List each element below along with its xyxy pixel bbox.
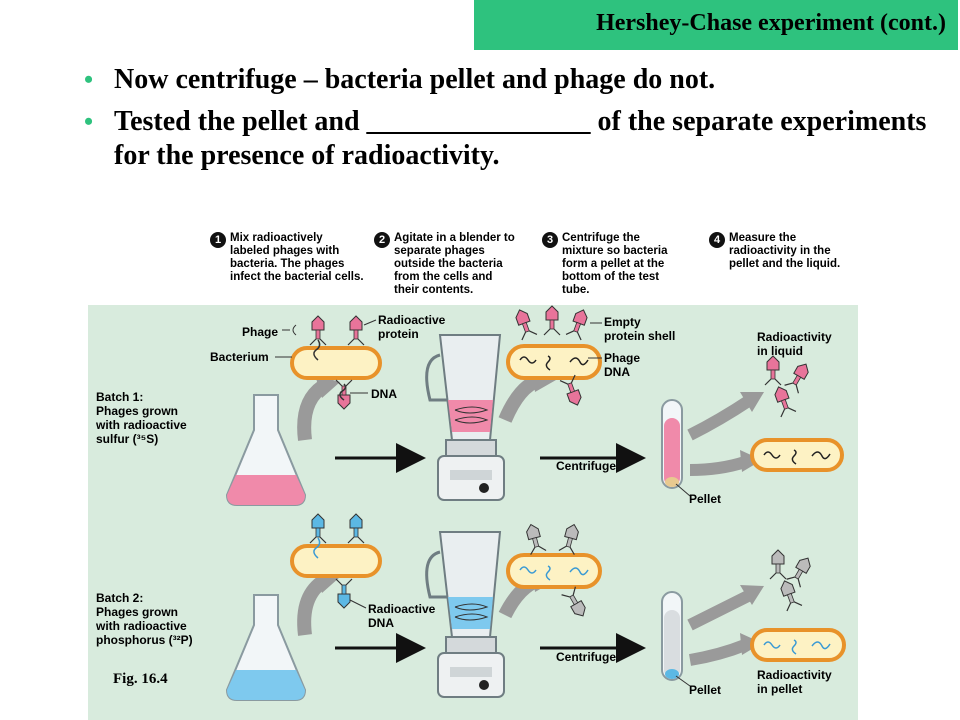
dna-strand-icon — [313, 339, 321, 361]
dna-strand-icon — [339, 383, 347, 401]
radioactive-dna-label: Radioactive DNA — [368, 602, 436, 630]
phage-icon — [769, 549, 787, 580]
centrifuge-label-2: Centrifuge — [556, 650, 616, 664]
phage-icon — [543, 305, 561, 336]
bacterium-label: Bacterium — [210, 350, 269, 364]
centrifuge-label-1: Centrifuge — [556, 459, 616, 473]
step-number: 4 — [709, 232, 725, 248]
phage-icon — [565, 306, 592, 341]
bullet-marker: • — [84, 107, 94, 136]
phage-icon — [764, 355, 782, 386]
batch2-arrowhead — [740, 585, 764, 605]
figure-caption: Fig. 16.4 — [113, 671, 168, 687]
slide-title: Hershey-Chase experiment (cont.) — [596, 10, 946, 36]
step-text: Centrifuge the mixture so bacteria form … — [562, 232, 668, 296]
bullet-item: • Tested the pellet and ________________… — [84, 105, 944, 173]
label-leader — [349, 599, 367, 609]
label-leader — [675, 675, 691, 687]
batch2-blended-bacterium — [506, 553, 602, 589]
phage-icon — [511, 306, 538, 341]
batch1-arrowhead — [315, 375, 340, 398]
batch1-test-tube — [661, 399, 683, 489]
phage-dna-label: Phage DNA — [604, 351, 641, 379]
batch1-curved-arrow — [687, 395, 754, 441]
batch1-result-bacterium — [750, 438, 844, 472]
batch1-bacterium — [290, 346, 382, 380]
batch2-bacterium — [290, 544, 382, 578]
dna-label: DNA — [371, 387, 397, 401]
step-text: Agitate in a blender to separate phages … — [394, 232, 515, 296]
phage-label: Phage — [242, 325, 279, 339]
batch1-curved-arrow — [689, 456, 747, 476]
phage-icon — [522, 521, 547, 556]
label-leader — [282, 324, 297, 336]
empty-protein-shell-label: Empty protein shell — [604, 315, 676, 343]
step-text: Mix radioactively labeled phages with ba… — [230, 232, 364, 283]
radioactivity-in-pellet-label: Radioactivity in pellet — [757, 668, 832, 696]
batch2-label: Batch 2: Phages grown with radioactive p… — [96, 591, 193, 647]
pellet-label-2: Pellet — [689, 683, 722, 697]
phage-icon — [776, 577, 803, 612]
batch1-blended-bacterium — [506, 344, 602, 380]
batch1-blender — [425, 334, 505, 501]
phage-icon — [560, 586, 591, 621]
phage-icon — [770, 383, 797, 418]
batch2-result-bacterium — [750, 628, 846, 662]
step-number: 1 — [210, 232, 226, 248]
phage-icon — [347, 315, 365, 346]
phage-icon — [335, 578, 353, 609]
batch1-flask — [225, 394, 307, 506]
batch1-label: Batch 1: Phages grown with radioactive s… — [96, 390, 187, 446]
bullet-text: Tested the pellet and ________________ o… — [114, 106, 927, 171]
batch1-arrowhead — [740, 450, 762, 472]
label-leader — [675, 483, 691, 497]
pellet-label-1: Pellet — [689, 492, 722, 506]
bullet-list: • Now centrifuge – bacteria pellet and p… — [84, 63, 944, 181]
batch2-flask — [225, 594, 307, 701]
bullet-text: Now centrifuge – bacteria pellet and pha… — [114, 64, 716, 95]
bullet-marker: • — [84, 65, 94, 94]
batch2-blender — [425, 531, 505, 698]
label-leader — [363, 319, 377, 326]
title-banner: Hershey-Chase experiment (cont.) — [474, 0, 958, 50]
batch1-arrowhead — [740, 392, 764, 412]
phage-icon — [347, 513, 365, 544]
phage-icon — [783, 359, 814, 394]
step-text: Measure the radioactivity in the pellet … — [729, 232, 841, 270]
dna-strand-icon — [313, 537, 321, 559]
radioactive-protein-label: Radioactive protein — [378, 313, 446, 341]
bullet-item: • Now centrifuge – bacteria pellet and p… — [84, 63, 944, 97]
phage-icon — [558, 521, 583, 556]
step-number: 2 — [374, 232, 390, 248]
batch2-test-tube — [661, 591, 683, 681]
batch2-curved-arrow — [687, 589, 753, 631]
radioactivity-in-liquid-label: Radioactivity in liquid — [757, 330, 832, 358]
batch2-curved-arrow — [689, 639, 748, 666]
phage-icon — [785, 553, 816, 588]
step-number: 3 — [542, 232, 558, 248]
